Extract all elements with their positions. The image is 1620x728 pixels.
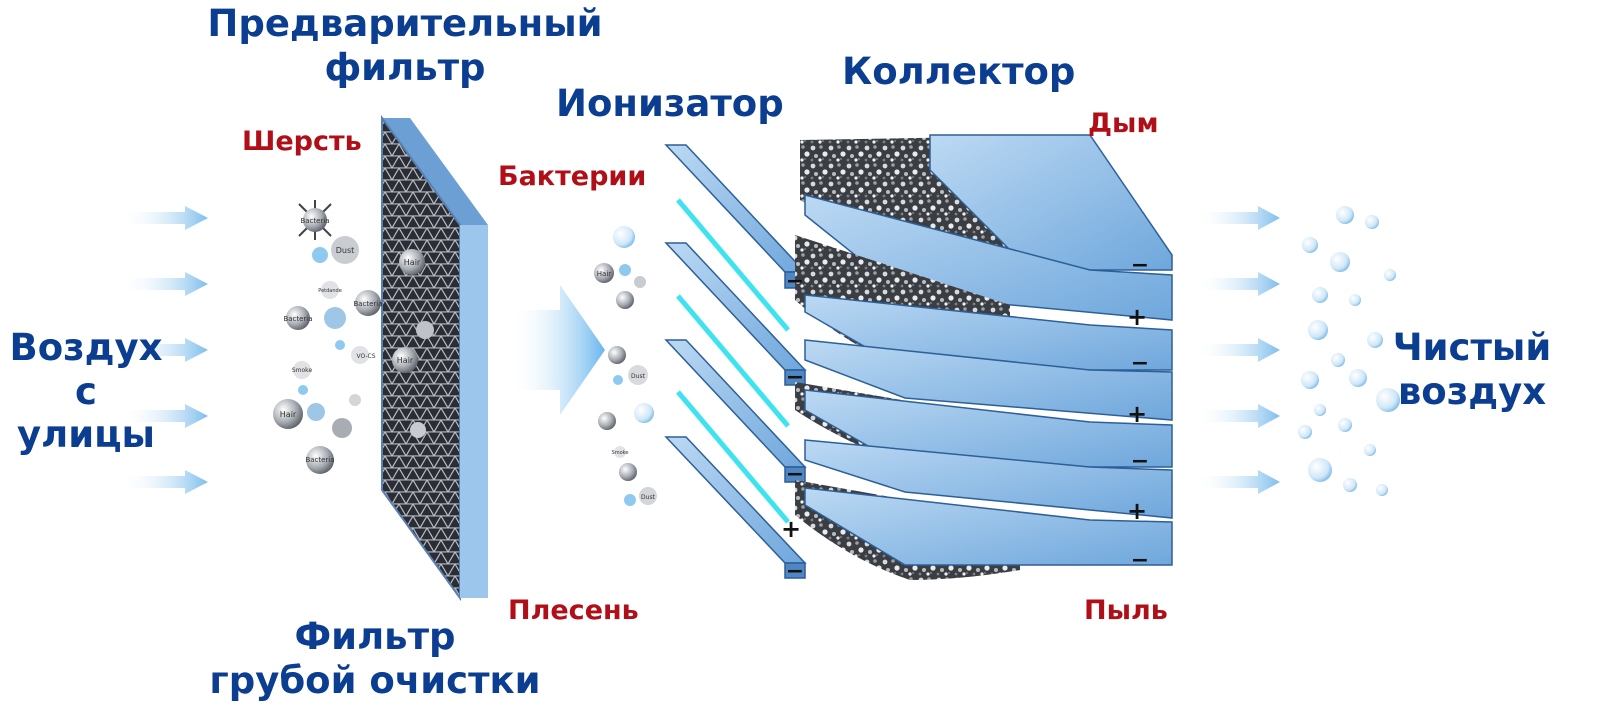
negative-sign: − [1131,449,1149,474]
ionizer-title: Ионизатор [556,82,784,125]
contaminant-wool: Шерсть [242,126,362,157]
particle-label-dust: Dust [641,494,656,501]
particle-label-bacteria: Bacteria [300,217,329,225]
particle-label-vocs: VO-CS [356,353,375,360]
particle-label-dust: Dust [631,373,646,380]
contaminant-dust: Пыль [1084,595,1168,626]
particles-incoming [273,200,381,474]
particle-label-pet: Petdande [318,288,342,294]
contaminant-mold: Плесень [508,595,639,626]
collector-stack [795,134,1173,580]
positive-sign: + [1127,303,1147,331]
particle-label-dust: Dust [336,246,355,255]
negative-sign: − [786,365,804,390]
clean-air-bubbles [1298,206,1400,496]
particle-label-smoke: Smoke [612,450,629,456]
particle-label-hair: Hair [280,410,297,419]
contaminant-smoke: Дым [1088,108,1159,139]
prefilter-title: Предварительный фильтр [207,2,603,89]
positive-sign: + [1127,400,1147,428]
particle-label-hair: Hair [597,270,611,278]
ionizer-plates [664,144,807,579]
positive-sign: + [781,515,801,543]
negative-sign: − [1131,548,1149,573]
negative-sign: − [786,462,804,487]
clean-air-label: Чистый воздух [1392,326,1552,413]
prefilter-panel [381,114,488,602]
particle-label-hair: Hair [397,356,414,365]
negative-sign: − [786,269,804,294]
incoming-air-arrows [120,206,208,494]
particle-label-bacteria: Bacteria [283,315,312,323]
particle-label-bacteria: Bacteria [353,300,382,308]
contaminant-bacteria: Бактерии [498,161,647,192]
air-in-label: Воздух с улицы [9,326,163,457]
particle-label-smoke: Smoke [292,367,313,374]
particle-label-bacteria: Bacteria [305,456,334,464]
particle-labels: Bacteria Dust Hair Bacteria Bacteria Pet… [280,217,656,501]
polarity-signs: − − − − + − + − + − + − [781,253,1149,584]
particle-label-hair: Hair [404,258,421,267]
particles-ionizer [594,226,657,506]
negative-sign: − [1131,351,1149,376]
central-flow-arrow [510,285,605,415]
positive-sign: + [1127,497,1147,525]
coarse-filter-title: Фильтр грубой очистки [209,615,541,702]
negative-sign: − [786,559,804,584]
collector-title: Коллектор [842,50,1076,93]
negative-sign: − [1131,253,1149,278]
outgoing-air-arrows [1195,206,1280,494]
